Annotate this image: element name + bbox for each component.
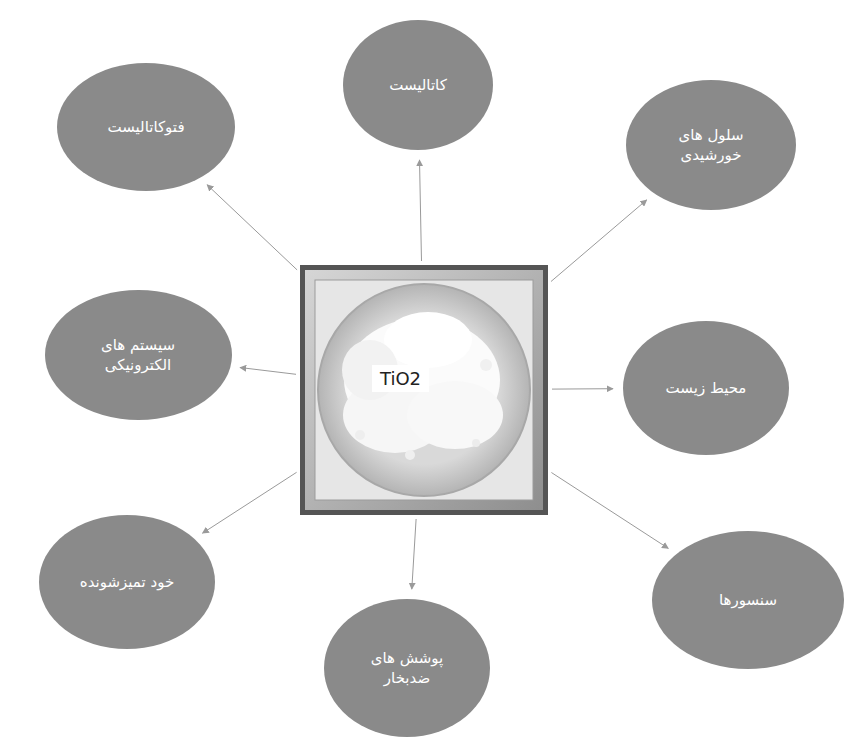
application-ellipse: سلول های خورشیدی: [626, 80, 796, 210]
application-ellipse: سیستم های الکترونیکی: [45, 290, 232, 420]
application-ellipse: فتوکاتالیست: [57, 63, 235, 191]
connector-arrow: [240, 368, 296, 375]
application-ellipse: محیط زیست: [623, 321, 789, 455]
ellipse-shape: [626, 80, 796, 210]
application-label: سلول های خورشیدی: [650, 125, 772, 166]
application-label: سیستم های الکترونیکی: [71, 335, 205, 376]
text-wrap: سیستم های الکترونیکی: [71, 335, 205, 376]
text-wrap: خود تمیزشونده: [80, 572, 174, 592]
text-wrap: سنسورها: [719, 590, 777, 610]
text-wrap: فتوکاتالیست: [107, 117, 184, 137]
ellipse-shape: [45, 290, 232, 420]
material-label: TiO2: [372, 365, 429, 392]
application-ellipse: کاتالیست: [343, 20, 493, 150]
connector-arrow: [207, 185, 297, 270]
image-box: TiO2: [300, 265, 548, 515]
application-label: محیط زیست: [666, 378, 747, 398]
connector-arrow: [412, 519, 416, 589]
application-label: خود تمیزشونده: [80, 572, 174, 592]
application-ellipse: سنسورها: [652, 531, 844, 669]
connector-arrow: [552, 388, 613, 389]
connector-arrow: [420, 160, 422, 261]
connector-arrow: [551, 200, 647, 282]
text-wrap: کاتالیست: [389, 75, 447, 95]
text-wrap: سلول های خورشیدی: [650, 125, 772, 166]
application-label: سنسورها: [719, 590, 777, 610]
connector-arrow: [551, 473, 668, 549]
application-label: کاتالیست: [389, 75, 447, 95]
application-label: پوشش های ضدبخار: [348, 648, 467, 689]
text-wrap: پوشش های ضدبخار: [348, 648, 467, 689]
application-ellipse: خود تمیزشونده: [39, 515, 215, 649]
connector-arrow: [203, 472, 297, 533]
ellipse-shape: [324, 599, 490, 737]
application-label: فتوکاتالیست: [107, 117, 184, 137]
application-ellipse: پوشش های ضدبخار: [324, 599, 490, 737]
text-wrap: محیط زیست: [666, 378, 747, 398]
